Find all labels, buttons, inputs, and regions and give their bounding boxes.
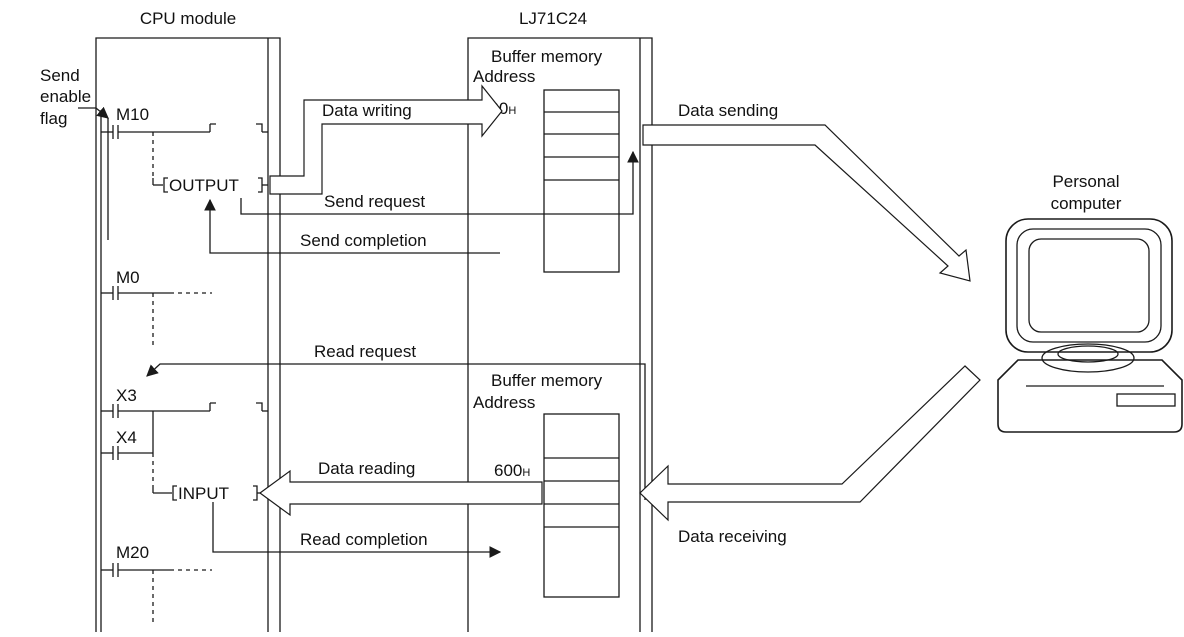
rung-m10: M10 OUTPUT — [101, 105, 268, 195]
pc-drive-slot — [1116, 393, 1176, 407]
read-request-label: Read request — [314, 342, 416, 361]
data-writing-label: Data writing — [322, 101, 412, 120]
send-buffer-memory: Buffer memory Address 400H — [473, 47, 620, 273]
pc-stand — [1041, 343, 1135, 373]
send-buffer-header-2: Address — [473, 67, 535, 86]
receive-address-suffix: H — [522, 467, 530, 479]
rung-x3-x4: X3 X4 INPUT — [101, 386, 268, 503]
receive-buffer-header-1: Buffer memory — [491, 371, 603, 390]
data-sending-label: Data sending — [678, 101, 778, 120]
personal-computer-icon: Personal computer — [997, 172, 1183, 433]
input-instruction: INPUT — [178, 484, 229, 503]
contact-m20-label: M20 — [116, 543, 149, 562]
data-reading-label: Data reading — [318, 459, 415, 478]
data-receiving-arrow: Data receiving — [639, 365, 981, 546]
read-completion-label: Read completion — [300, 530, 428, 549]
rung-m0: M0 — [101, 268, 212, 345]
output-instruction: OUTPUT — [169, 176, 239, 195]
pc-monitor-outer — [1005, 218, 1173, 353]
receive-memory-block — [543, 413, 620, 598]
send-flag-line-1: Send — [40, 66, 80, 85]
cpu-module-frame — [95, 37, 281, 632]
contact-m0-label: M0 — [116, 268, 140, 287]
send-enable-flag-label: Send enable flag — [40, 66, 109, 128]
send-request-signal: Send request — [240, 150, 639, 215]
output-bracket-right — [258, 177, 263, 193]
send-address-suffix: H — [508, 105, 516, 117]
pc-label-line-1: Personal — [1052, 172, 1119, 191]
receive-address-value: 600 — [494, 461, 522, 480]
read-completion-signal: Read completion — [212, 502, 502, 558]
contact-m10-label: M10 — [116, 105, 149, 124]
pc-label-line-2: computer — [1051, 194, 1122, 213]
lj71c24-title: LJ71C24 — [519, 9, 587, 28]
send-flag-line-2: enable — [40, 87, 91, 106]
receive-address-label: 600H — [494, 461, 530, 480]
data-writing-arrow: Data writing — [269, 84, 503, 195]
receive-buffer-memory: Buffer memory Address 600H — [473, 371, 620, 598]
rung-m20: M20 — [101, 543, 212, 622]
data-receiving-label: Data receiving — [678, 527, 787, 546]
send-flag-line-3: flag — [40, 109, 67, 128]
send-buffer-header-1: Buffer memory — [491, 47, 603, 66]
pc-base — [997, 359, 1183, 433]
coil-bracket-right — [256, 123, 263, 132]
send-completion-label: Send completion — [300, 231, 427, 250]
pc-monitor-bezel — [1016, 228, 1162, 343]
cpu-module-title: CPU module — [140, 9, 236, 28]
coil-bracket-left — [209, 123, 216, 132]
output-bracket-left — [163, 177, 168, 193]
receive-buffer-header-2: Address — [473, 393, 535, 412]
send-request-label: Send request — [324, 192, 425, 211]
contact-x3-label: X3 — [116, 386, 137, 405]
data-sending-arrow: Data sending — [642, 101, 971, 282]
data-reading-arrow: Data reading — [258, 459, 543, 517]
send-memory-block — [543, 89, 620, 273]
pc-monitor-screen — [1028, 238, 1150, 333]
contact-x4-label: X4 — [116, 428, 137, 447]
lj71c24-frame — [467, 37, 653, 632]
send-completion-signal: Send completion — [204, 198, 500, 254]
read-request-signal: Read request — [146, 342, 646, 500]
